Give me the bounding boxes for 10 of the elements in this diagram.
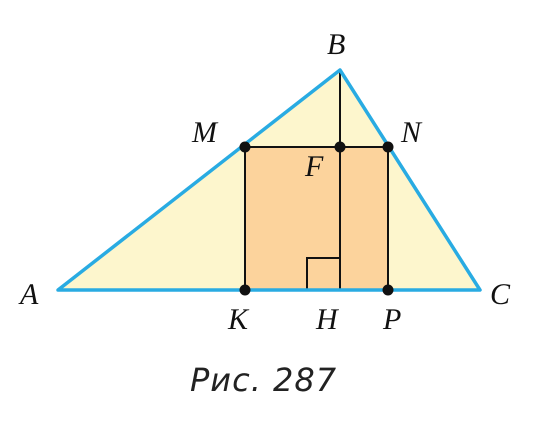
point-label: C — [490, 280, 510, 310]
point-label: H — [316, 305, 338, 335]
figure-caption: Рис. 287 — [190, 362, 338, 398]
point-label: K — [228, 305, 248, 335]
point-label: F — [305, 152, 324, 182]
point-label: P — [383, 305, 402, 335]
point-label: B — [327, 30, 346, 60]
point-label: M — [192, 118, 217, 148]
point-label: N — [401, 118, 422, 148]
point-label: A — [20, 280, 38, 310]
